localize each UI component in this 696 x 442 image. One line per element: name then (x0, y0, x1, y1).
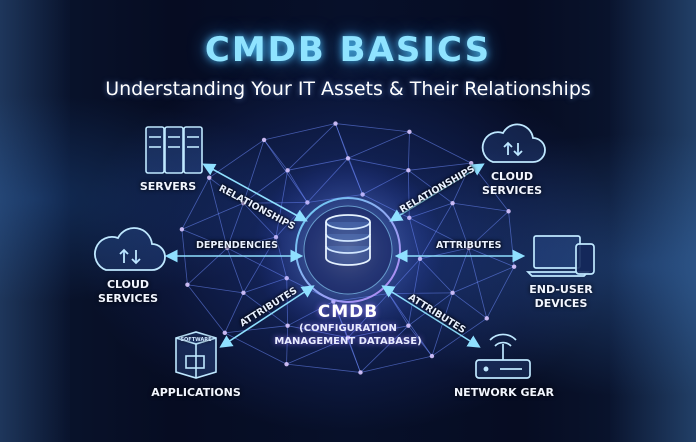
mesh-link (360, 355, 433, 373)
arrow-applications (219, 285, 315, 348)
mesh-link (452, 202, 509, 212)
cloud-services-left-line1: CLOUD (106, 278, 150, 291)
background-panel-left (0, 0, 70, 442)
mesh-link (263, 123, 336, 141)
mesh-node (261, 137, 267, 143)
mesh-link (181, 229, 188, 285)
arrow-cloud-right (389, 163, 485, 222)
mesh-link (335, 123, 410, 133)
end-user-devices-icon (525, 235, 595, 277)
edge-label-attributes-right: ATTRIBUTES (436, 240, 502, 251)
mesh-node (185, 282, 190, 287)
network-gear-label: NETWORK GEAR (453, 386, 555, 399)
mesh-link (486, 266, 515, 319)
cloud-services-right-line2: SERVICES (481, 184, 543, 197)
mesh-link (224, 292, 244, 334)
mesh-link (347, 131, 410, 159)
mesh-node (506, 209, 511, 214)
software-box-label: SOFTWARE (180, 337, 212, 343)
cloud-services-right-icon (481, 123, 546, 163)
end-user-devices-label: END-USER DEVICES (529, 283, 593, 310)
mesh-node (407, 129, 412, 135)
cloud-services-right-label: CLOUD SERVICES (472, 170, 552, 198)
mesh-link (407, 131, 410, 171)
cmdb-title: CMDB (317, 302, 379, 322)
mesh-link (181, 228, 228, 249)
mesh-node (450, 290, 455, 296)
mesh-node (450, 200, 455, 206)
mesh-link (508, 211, 515, 267)
mesh-node (284, 361, 289, 367)
mesh-node (225, 245, 230, 251)
applications-icon (175, 331, 217, 379)
mesh-node (179, 227, 185, 232)
mesh-link (243, 139, 265, 204)
arrow-network (381, 285, 481, 348)
page-subtitle: Understanding Your IT Assets & Their Rel… (105, 78, 591, 100)
mesh-node (333, 121, 338, 126)
arrow-servers (202, 163, 308, 222)
mesh-link (187, 284, 244, 294)
cmdb-center-label: CMDB (CONFIGURATION MANAGEMENT DATABASE) (248, 302, 448, 348)
mesh-node (406, 168, 411, 173)
mesh-link (468, 247, 488, 319)
mesh-link (286, 363, 361, 373)
mesh-link (452, 292, 488, 319)
cloud-services-left-line2: SERVICES (97, 292, 159, 305)
cloud-services-left-label: CLOUD SERVICES (88, 278, 168, 306)
cmdb-full-name-line1: (CONFIGURATION (299, 323, 397, 334)
mesh-node (285, 168, 290, 173)
mesh-node (241, 290, 246, 296)
database-icon (325, 214, 371, 266)
applications-label: APPLICATIONS (151, 386, 241, 399)
mesh-link (263, 139, 288, 171)
connector-arrows (164, 163, 526, 348)
mesh-link (335, 123, 349, 159)
mesh-link (187, 247, 228, 286)
mesh-link (452, 266, 515, 294)
cloud-services-left-icon (94, 227, 166, 271)
mesh-link (452, 247, 470, 293)
mesh-node (222, 330, 228, 336)
mesh-node (429, 353, 435, 359)
mesh-link (187, 284, 226, 334)
mesh-link (409, 131, 472, 164)
network-gear-icon (475, 333, 531, 379)
mesh-node (511, 264, 517, 269)
cloud-services-right-line1: CLOUD (490, 170, 534, 183)
mesh-node (466, 245, 471, 251)
page-title: CMDB BASICS (204, 30, 492, 70)
servers-label: SERVERS (139, 180, 197, 193)
cmdb-full-name-line2: MANAGEMENT DATABASE) (274, 336, 422, 347)
background-panel-right (610, 0, 696, 442)
mesh-link (287, 123, 336, 171)
edge-label-dependencies: DEPENDENCIES (196, 240, 278, 251)
mesh-node (484, 316, 489, 321)
mesh-link (181, 202, 244, 230)
servers-icon (145, 126, 203, 174)
mesh-link (468, 210, 509, 249)
mesh-node (358, 370, 363, 375)
